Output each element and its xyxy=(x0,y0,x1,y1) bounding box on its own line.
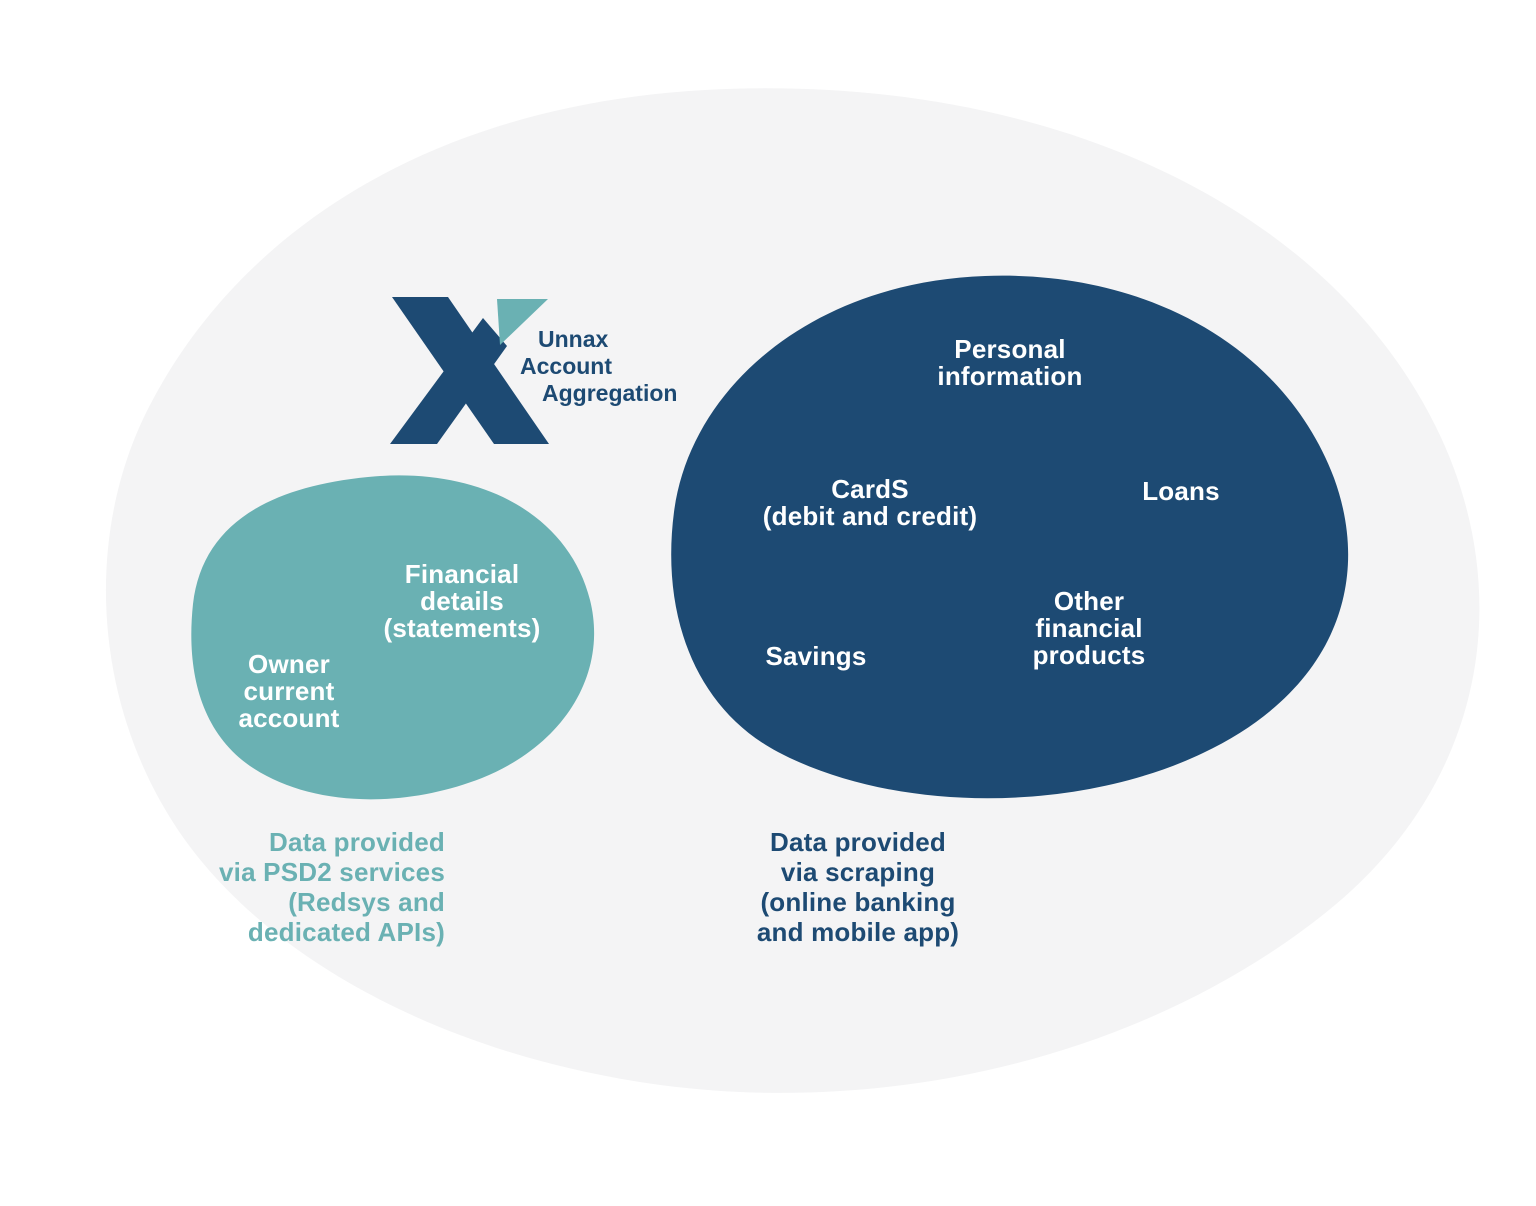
psd2-label-financial-details: Financial details (statements) xyxy=(383,559,541,643)
scraping-label-loans: Loans xyxy=(1142,476,1220,506)
psd2-label-owner-current-account: Owner current account xyxy=(238,649,340,733)
psd2-caption: Data provided via PSD2 services (Redsys … xyxy=(218,827,445,947)
logo-x-stroke-ascending xyxy=(390,318,507,444)
scraping-caption: Data provided via scraping (online banki… xyxy=(756,827,960,947)
scraping-bubble xyxy=(671,275,1349,799)
scraping-label-savings: Savings xyxy=(765,641,867,671)
logo-wordmark-line: Aggregation xyxy=(542,380,678,406)
logo-wordmark: Unnax Account Aggregation xyxy=(520,326,677,407)
psd2-bubble xyxy=(191,475,595,800)
scraping-label-personal-information: Personal information xyxy=(937,334,1083,391)
logo-wordmark-line: Unnax xyxy=(538,326,609,352)
scraping-label-other-financial-products: Other financial products xyxy=(1032,586,1146,670)
logo-wordmark-line: Account xyxy=(520,353,612,379)
logo-accent-triangle-icon xyxy=(497,299,548,345)
scraping-label-cards: CardS (debit and credit) xyxy=(762,474,978,531)
